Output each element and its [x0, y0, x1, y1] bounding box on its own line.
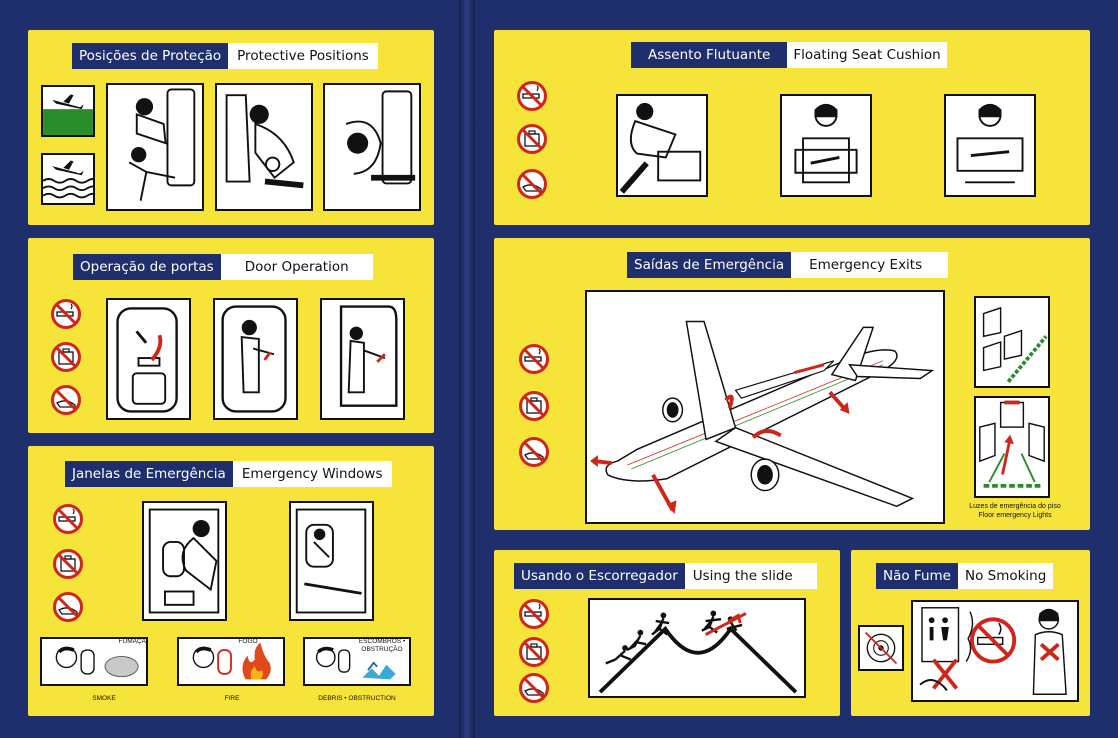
title-en: Using the slide — [684, 563, 817, 589]
title-pt: Usando o Escorregador — [514, 563, 685, 589]
cabin-seats-image — [974, 296, 1050, 388]
title-pt: Saídas de Emergência — [627, 252, 792, 278]
brace-position-adult-image — [106, 83, 204, 211]
emergency-exits-title: Saídas de Emergência Emergency Exits — [627, 252, 949, 278]
emergency-windows-panel: Janelas de Emergência Emergency Windows … — [28, 446, 434, 716]
no-smoking-icon — [516, 80, 548, 112]
using-slide-title: Usando o Escorregador Using the slide — [514, 563, 817, 589]
window-remove-image — [142, 501, 227, 621]
title-pt: Posições de Proteção — [72, 43, 229, 69]
cushion-remove-image — [616, 94, 708, 197]
smoke-label-pt: FUMAÇA — [118, 638, 146, 645]
debris-label-en: DEBRIS • OBSTRUCTION — [318, 695, 396, 702]
no-smoking-icon — [52, 503, 84, 535]
using-slide-panel: Usando o Escorregador Using the slide — [494, 550, 840, 716]
smoke-hazard-image — [40, 637, 148, 686]
protective-positions-title: Posições de Proteção Protective Position… — [72, 43, 378, 69]
no-high-heels-icon — [518, 672, 550, 704]
no-smoking-icon — [518, 343, 550, 375]
floating-cushion-title: Assento Flutuante Floating Seat Cushion — [631, 42, 947, 68]
door-handle-image — [106, 298, 191, 420]
title-en: Emergency Exits — [791, 252, 949, 278]
no-baggage-icon — [50, 341, 82, 373]
cushion-hold-chest-image — [944, 94, 1036, 197]
title-en: No Smoking — [957, 563, 1054, 589]
title-pt: Assento Flutuante — [631, 42, 788, 68]
no-smoking-panel: Não Fume No Smoking — [851, 550, 1090, 716]
emergency-windows-title: Janelas de Emergência Emergency Windows — [65, 461, 392, 487]
slide-jump-image — [588, 598, 806, 698]
brace-position-child-image — [215, 83, 313, 211]
title-pt: Janelas de Emergência — [65, 461, 233, 487]
fire-label-pt: FOGO — [238, 638, 258, 645]
door-operation-title: Operação de portas Door Operation — [73, 254, 373, 280]
title-en: Door Operation — [220, 254, 373, 280]
no-baggage-icon — [516, 123, 548, 155]
aircraft-exits-diagram — [585, 290, 945, 524]
door-operation-panel: Operação de portas Door Operation — [28, 238, 434, 433]
brace-position-pregnant-image — [323, 83, 421, 211]
smoke-detector-image — [858, 625, 904, 671]
no-baggage-icon — [518, 636, 550, 668]
title-pt: Operação de portas — [73, 254, 221, 280]
title-en: Protective Positions — [228, 43, 378, 69]
cushion-hold-front-image — [780, 94, 872, 197]
no-high-heels-icon — [518, 436, 550, 468]
fire-hazard-image — [177, 637, 285, 686]
floor-lights-caption-pt: Luzes de emergência do piso — [969, 503, 1061, 510]
no-baggage-icon — [52, 548, 84, 580]
no-baggage-icon — [518, 390, 550, 422]
land-impact-icon — [41, 85, 95, 137]
emergency-exits-panel: Saídas de Emergência Emergency Exits — [494, 238, 1090, 530]
lavatory-no-smoking-image — [911, 600, 1079, 702]
title-en: Floating Seat Cushion — [787, 42, 947, 68]
title-en: Emergency Windows — [232, 461, 392, 487]
no-high-heels-icon — [50, 384, 82, 416]
water-impact-icon — [41, 153, 95, 205]
title-pt: Não Fume — [876, 563, 958, 589]
floor-lights-image — [974, 396, 1050, 498]
debris-label-pt: ESCOMBROS • OBSTRUÇÃO — [358, 638, 406, 653]
protective-positions-panel: Posições de Proteção Protective Position… — [28, 30, 434, 225]
floor-lights-caption: Luzes de emergência do piso Floor emerge… — [952, 502, 1078, 520]
floating-cushion-panel: Assento Flutuante Floating Seat Cushion — [494, 30, 1090, 225]
door-push-out-image — [320, 298, 405, 420]
smoke-label-en: SMOKE — [92, 695, 116, 702]
center-fold — [459, 0, 475, 738]
fire-label-en: FIRE — [224, 695, 240, 702]
no-high-heels-icon — [516, 168, 548, 200]
debris-hazard-image — [303, 637, 411, 686]
no-high-heels-icon — [52, 591, 84, 623]
no-smoking-icon — [50, 298, 82, 330]
no-smoking-title: Não Fume No Smoking — [876, 563, 1054, 589]
door-open-image — [213, 298, 298, 420]
window-exit-image — [289, 501, 374, 621]
floor-lights-caption-en: Floor emergency Lights — [978, 512, 1052, 519]
no-smoking-icon — [518, 598, 550, 630]
